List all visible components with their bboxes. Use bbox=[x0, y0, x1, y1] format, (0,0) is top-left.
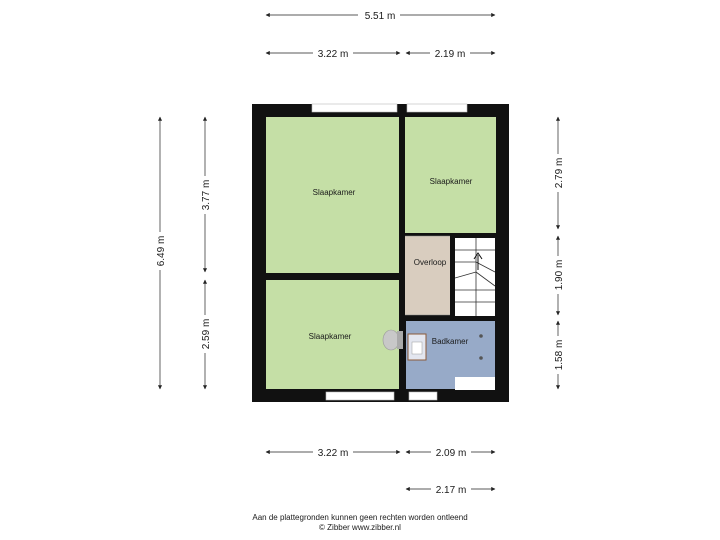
toilet-icon bbox=[382, 329, 403, 351]
label-landing: Overloop bbox=[414, 258, 447, 267]
footer-credit: © Zibber www.zibber.nl bbox=[319, 523, 401, 532]
stair-arrow-icon bbox=[473, 252, 483, 270]
room-bedroom-bottom-left bbox=[266, 280, 399, 389]
shower-drain-icon bbox=[479, 334, 483, 360]
room-bedroom-top-left bbox=[266, 117, 399, 273]
dim-right-middle-height: 1.90 m bbox=[554, 260, 565, 291]
room-landing bbox=[405, 236, 450, 315]
dim-right-lower-height: 1.58 m bbox=[554, 340, 565, 371]
dim-bottom-left-width: 3.22 m bbox=[318, 448, 349, 459]
dim-top-left-width: 3.22 m bbox=[318, 49, 349, 60]
dim-top-right-width: 2.19 m bbox=[435, 49, 466, 60]
doors bbox=[405, 235, 450, 316]
windows bbox=[311, 103, 468, 401]
bathroom-alcove bbox=[455, 377, 495, 390]
dim-bottom-right-width-2: 2.17 m bbox=[436, 485, 467, 496]
footer-disclaimer: Aan de plattegronden kunnen geen rechten… bbox=[252, 513, 468, 522]
dim-total-width: 5.51 m bbox=[365, 11, 396, 22]
sink-icon bbox=[407, 333, 427, 361]
label-bedroom-top-left: Slaapkamer bbox=[313, 188, 356, 197]
label-bedroom-bottom-left: Slaapkamer bbox=[309, 332, 352, 341]
dim-total-height: 6.49 m bbox=[156, 236, 167, 267]
dim-left-upper-height: 3.77 m bbox=[201, 180, 212, 211]
room-bedroom-top-right bbox=[405, 117, 496, 233]
dim-bottom-right-width: 2.09 m bbox=[436, 448, 467, 459]
dim-right-upper-height: 2.79 m bbox=[554, 158, 565, 189]
label-bathroom: Badkamer bbox=[432, 337, 469, 346]
dimension-label-bgs bbox=[153, 8, 565, 496]
dim-left-lower-height: 2.59 m bbox=[201, 319, 212, 350]
staircase bbox=[454, 238, 496, 316]
label-bedroom-top-right: Slaapkamer bbox=[430, 177, 473, 186]
